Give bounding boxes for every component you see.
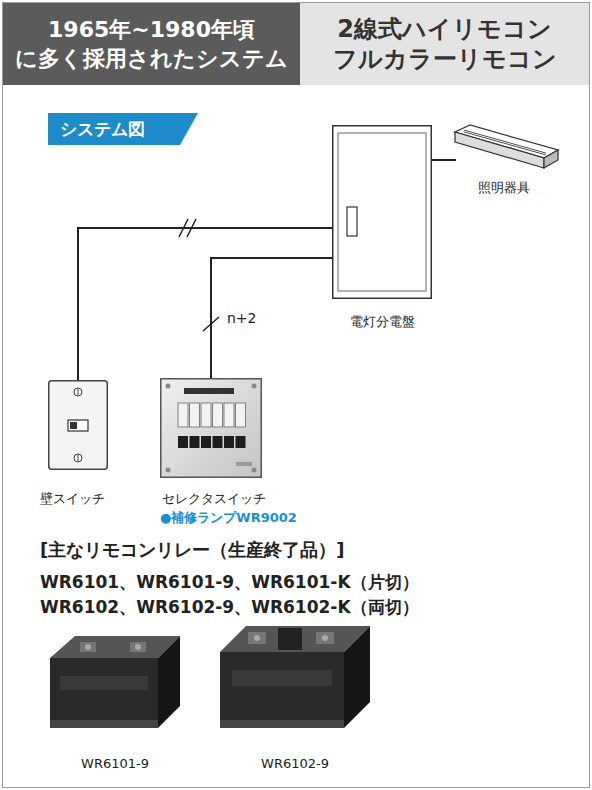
node-shape xyxy=(450,122,560,177)
node-label: 電灯分電盤 xyxy=(322,313,442,331)
wire xyxy=(211,258,332,378)
relay-list-text: WR6102、WR6102-9、WR6102-K（両切） xyxy=(40,596,419,619)
node-label: セレクタスイッチ xyxy=(162,490,266,508)
relay-list-text: WR6101、WR6101-9、WR6101-K（片切） xyxy=(40,571,419,594)
diagram-node: 壁スイッチ xyxy=(48,380,108,470)
diagram-node: WR6102-9 xyxy=(220,618,370,736)
node-shape xyxy=(332,125,432,299)
node-label: 2線式ハイリモコン フルカラーリモコン xyxy=(300,14,589,74)
node-label: 壁スイッチ xyxy=(40,490,105,508)
node-label: 照明器具 xyxy=(478,179,530,197)
diagram-node: システム図 xyxy=(48,113,198,145)
node-shape xyxy=(220,618,370,736)
node-shape xyxy=(160,378,262,478)
node-shape xyxy=(48,380,108,470)
node-label: 1965年~1980年頃 に多く採用されたシステム xyxy=(3,15,300,73)
wire-count-mark xyxy=(187,219,196,237)
node-label: WR6102-9 xyxy=(220,756,370,771)
node-label: WR6101-9 xyxy=(50,756,180,771)
wire-count-label: n+2 xyxy=(227,310,257,326)
diagram-node: WR6101-9 xyxy=(50,628,180,736)
relay-list-text: [主なリモコンリレー（生産終了品）] xyxy=(40,538,344,562)
diagram-node: 照明器具 xyxy=(450,122,560,177)
wire xyxy=(432,159,456,161)
node-note: ●補修ランプWR9002 xyxy=(160,509,297,527)
diagram-node: 電灯分電盤 xyxy=(332,125,432,299)
diagram-node: 2線式ハイリモコン フルカラーリモコン xyxy=(300,3,589,85)
wire xyxy=(78,228,332,380)
wire-count-mark xyxy=(203,317,219,331)
diagram-node: セレクタスイッチ●補修ランプWR9002 xyxy=(160,378,262,478)
wire-count-mark xyxy=(179,219,188,237)
node-shape xyxy=(50,628,180,736)
node-label: システム図 xyxy=(60,118,145,141)
diagram-node: 1965年~1980年頃 に多く採用されたシステム xyxy=(3,3,300,85)
